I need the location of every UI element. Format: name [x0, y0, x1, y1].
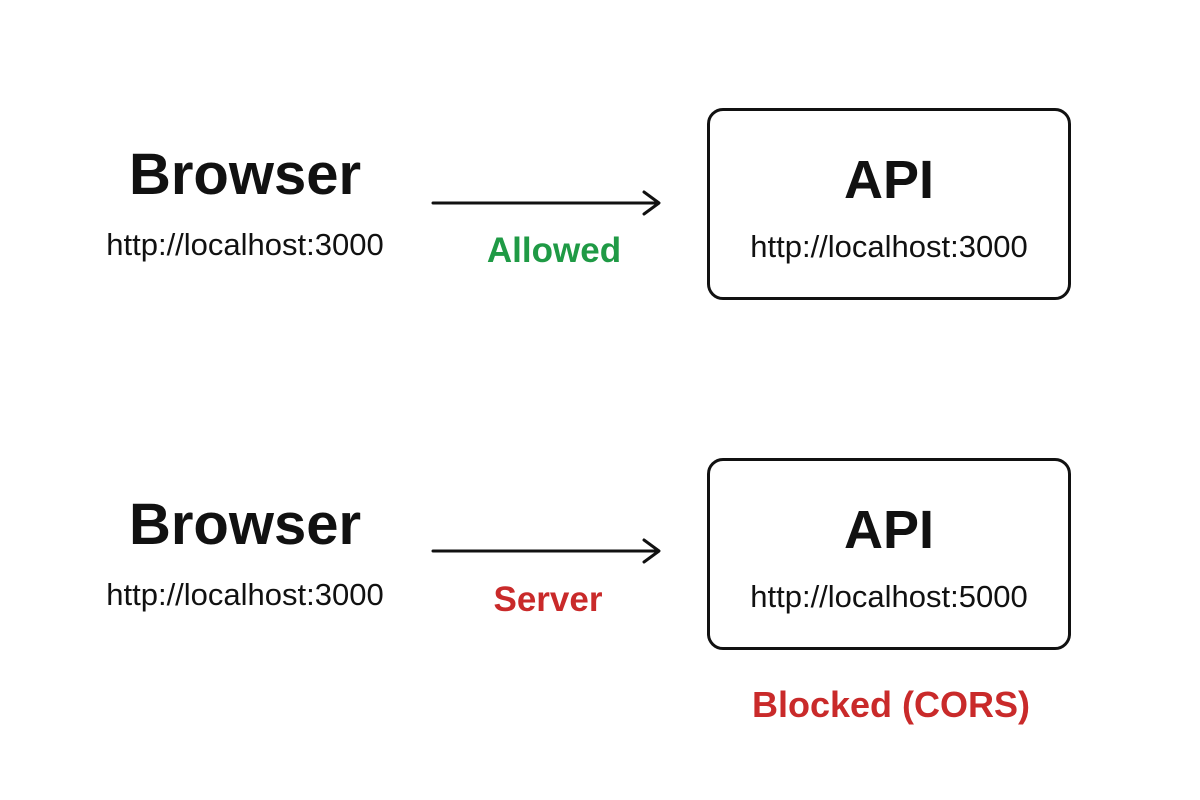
browser-title-2: Browser [128, 492, 362, 557]
api-title-1: API [843, 150, 935, 210]
browser-url-2: http://localhost:3000 [106, 577, 384, 612]
browser-title-1: Browser [128, 142, 362, 207]
browser-url-1: http://localhost:3000 [106, 227, 384, 262]
api-box-2: API http://localhost:5000 [707, 458, 1071, 650]
api-box-1: API http://localhost:3000 [707, 108, 1071, 300]
api-url-1: http://localhost:3000 [750, 229, 1028, 264]
request-arrow-1 [431, 190, 661, 216]
api-url-2: http://localhost:5000 [750, 579, 1028, 614]
api-title-2: API [843, 500, 935, 560]
server-label: Server [493, 580, 603, 619]
request-arrow-2 [431, 538, 661, 564]
blocked-cors-label: Blocked (CORS) [751, 684, 1031, 725]
allowed-label: Allowed [486, 231, 622, 270]
